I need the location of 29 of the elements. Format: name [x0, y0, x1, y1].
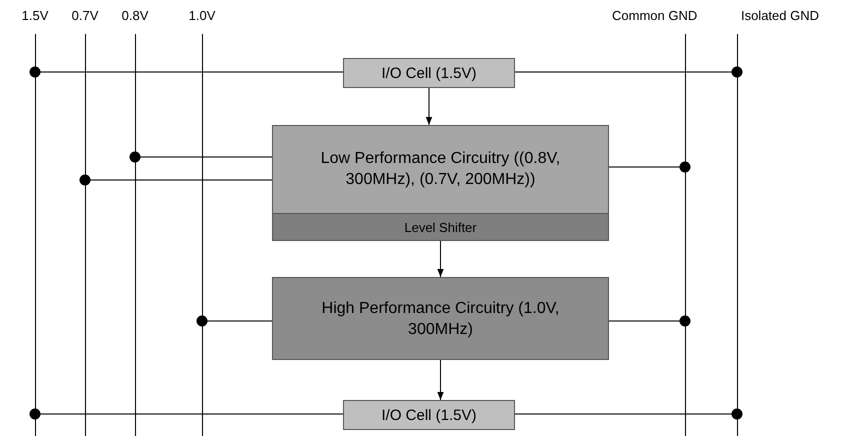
rail-connection	[30, 66, 344, 78]
rail-label: Isolated GND	[740, 8, 820, 23]
arrow	[437, 360, 444, 400]
arrow	[437, 240, 444, 278]
block-label: I/O Cell (1.5V)	[381, 406, 477, 426]
rail-connection	[80, 174, 272, 186]
block-label: High Performance Circuitry (1.0V, 300MHz)	[320, 298, 560, 340]
level-shifter-band	[272, 213, 609, 241]
rail-connection	[608, 316, 690, 326]
rail-label: 0.8V	[120, 8, 150, 23]
rail-connection	[608, 162, 690, 172]
rail-label: 1.5V	[20, 8, 50, 23]
circuit-block	[272, 125, 609, 241]
arrow	[426, 88, 432, 126]
rail-connection	[514, 66, 742, 78]
rail-connection	[514, 408, 742, 420]
circuit-block	[343, 400, 515, 430]
circuit-block	[343, 58, 515, 88]
block-label: Low Performance Circuitry ((0.8V, 300MHz), (0.7V, 200MHz))	[320, 149, 562, 190]
block-label: Level Shifter	[404, 218, 477, 236]
block-label: I/O Cell (1.5V)	[381, 64, 477, 84]
rail-connection	[30, 408, 344, 420]
rail-label: Common GND	[612, 8, 696, 23]
circuit-block	[272, 277, 609, 360]
rail-connection	[196, 316, 272, 326]
voltage-rail	[612, 8, 696, 436]
rail-label: 0.7V	[70, 8, 100, 23]
rail-label: 1.0V	[188, 8, 216, 23]
rail-connection	[130, 152, 272, 162]
